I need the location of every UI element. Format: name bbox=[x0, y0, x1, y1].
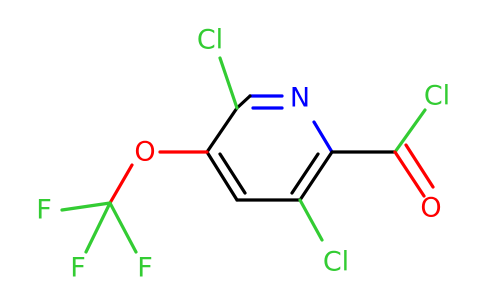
bond-cf3-f-right bbox=[108, 201, 138, 254]
atom-cl-top-left: Cl bbox=[197, 25, 223, 56]
bond-c2-c3 bbox=[205, 106, 239, 154]
bond-cf3-f-left bbox=[60, 201, 112, 212]
bond-carbonyl-o-1 bbox=[393, 150, 426, 198]
atom-f-bottom: F bbox=[70, 253, 86, 284]
bond-cf3-f-bottom bbox=[84, 201, 112, 254]
bond-carbonyl-cl bbox=[393, 108, 427, 154]
bond-c5-c6-inner bbox=[290, 152, 320, 195]
bond-carbonyl-o-2 bbox=[404, 143, 435, 189]
bond-c3-c4 bbox=[205, 150, 239, 202]
atom-o-carbonyl: O bbox=[420, 193, 441, 224]
bond-c5-c6 bbox=[298, 150, 334, 202]
atom-cl-bottom: Cl bbox=[323, 247, 349, 278]
atom-n-ring: N bbox=[290, 83, 310, 114]
bond-c3-c4-inner bbox=[218, 152, 247, 195]
bond-c2-n-join bbox=[235, 94, 252, 110]
bond-c5-cl bbox=[298, 198, 324, 242]
bond-o-cf3 bbox=[108, 163, 134, 205]
atom-f-right: F bbox=[137, 253, 153, 284]
atom-cl-acyl: Cl bbox=[424, 81, 450, 112]
bond-c2-cl bbox=[218, 56, 239, 110]
bond-c6-n bbox=[312, 120, 334, 154]
atom-o-ether: O bbox=[134, 137, 155, 168]
atom-f-left: F bbox=[36, 195, 52, 226]
